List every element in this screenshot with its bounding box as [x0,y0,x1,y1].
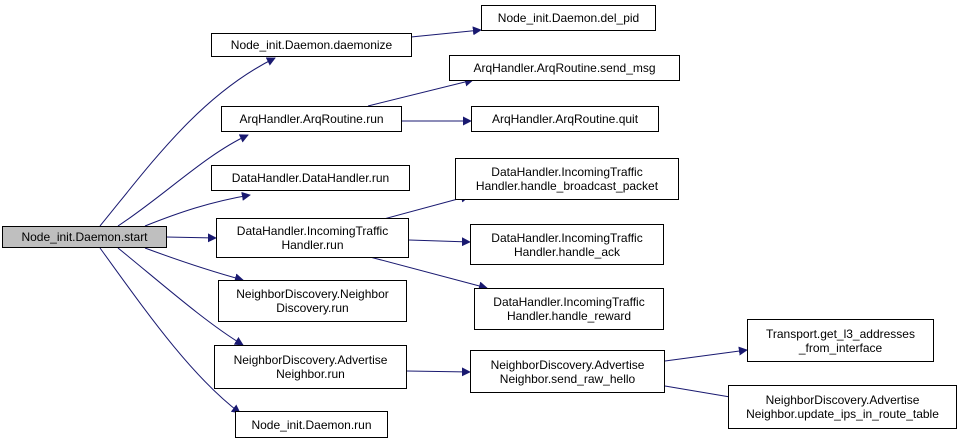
node-label: DataHandler.DataHandler.run [231,171,390,185]
node-label-line-2: Neighbor.send_raw_hello [499,371,636,386]
node-daemon-start: Node_init.Daemon.start [2,226,167,248]
edge-start-to-adv-run [117,247,244,346]
edge-it-run-to-broadcast [379,193,470,221]
edge-start-to-daemonize [99,57,276,227]
node-advertise-neighbor-update-ips[interactable]: NeighborDiscovery.Advertise Neighbor.upd… [728,385,957,429]
node-arq-routine-run[interactable]: ArqHandler.ArqRoutine.run [221,106,402,132]
node-label-line-1: Transport.get_l3_addresses [766,326,915,341]
node-data-handler-run[interactable]: DataHandler.DataHandler.run [211,165,410,191]
node-label-line-1: DataHandler.IncomingTraffic [491,230,643,245]
node-label-line-2: Handler.run [281,238,344,252]
edge-arq-run-to-send-msg [367,77,474,107]
node-label: Node_init.Daemon.start [21,230,148,244]
edge-start-to-nd-run [144,247,244,283]
edge-start-to-arq-run [117,134,249,227]
node-label: Node_init.Daemon.run [251,417,372,432]
node-label-line-2: Handler.handle_reward [506,309,632,323]
node-label-line-1: DataHandler.IncomingTraffic [493,295,645,309]
node-incoming-traffic-run[interactable]: DataHandler.IncomingTraffic Handler.run [216,218,409,258]
node-arq-routine-send-msg[interactable]: ArqHandler.ArqRoutine.send_msg [449,55,680,81]
edge-start-to-it-run [165,233,217,243]
node-neighbor-discovery-run[interactable]: NeighborDiscovery.Neighbor Discovery.run [218,280,407,322]
edge-hello-to-get-l3 [664,346,748,362]
node-label-line-2: Neighbor.update_ips_in_route_table [746,407,939,421]
edge-it-run-to-ack [408,237,471,247]
node-incoming-traffic-ack[interactable]: DataHandler.IncomingTraffic Handler.hand… [470,224,664,265]
edge-daemonize-to-del-pid [410,26,482,38]
node-label-line-2: Handler.handle_broadcast_packet [475,179,659,193]
node-label: Node_init.Daemon.daemonize [230,38,393,52]
node-daemon-daemonize[interactable]: Node_init.Daemon.daemonize [211,33,412,57]
node-label: ArqHandler.ArqRoutine.send_msg [473,61,656,75]
node-incoming-traffic-broadcast[interactable]: DataHandler.IncomingTraffic Handler.hand… [455,158,679,200]
node-label: ArqHandler.ArqRoutine.run [239,112,384,126]
node-label-line-2: _from_interface [798,340,883,355]
node-label-line-1: DataHandler.IncomingTraffic [236,224,389,238]
edge-it-run-to-reward [369,256,488,291]
node-advertise-neighbor-run[interactable]: NeighborDiscovery.Advertise Neighbor.run [214,345,407,389]
node-label-line-1: NeighborDiscovery.Advertise [765,393,920,407]
node-label-line-2: Discovery.run [276,301,349,315]
node-label: Node_init.Daemon.del_pid [497,11,640,25]
node-label-line-1: NeighborDiscovery.Advertise [490,357,645,372]
node-daemon-del-pid[interactable]: Node_init.Daemon.del_pid [481,5,656,31]
node-label-line-1: DataHandler.IncomingTraffic [491,165,643,179]
node-label-line-1: NeighborDiscovery.Neighbor [236,287,389,301]
node-advertise-neighbor-send-raw-hello[interactable]: NeighborDiscovery.Advertise Neighbor.sen… [470,350,665,393]
node-label-line-1: NeighborDiscovery.Advertise [233,353,388,367]
node-label-line-2: Handler.handle_ack [513,244,621,259]
node-label: ArqHandler.ArqRoutine.quit [491,112,639,126]
node-transport-get-l3-addresses[interactable]: Transport.get_l3_addresses _from_interfa… [747,319,934,362]
node-arq-routine-quit[interactable]: ArqHandler.ArqRoutine.quit [471,106,659,132]
node-label-line-2: Neighbor.run [276,367,345,381]
edge-start-to-daemon-run [99,247,241,414]
node-daemon-run[interactable]: Node_init.Daemon.run [235,411,388,438]
edge-adv-run-to-hello [406,367,471,377]
node-incoming-traffic-reward[interactable]: DataHandler.IncomingTraffic Handler.hand… [474,288,664,330]
edge-start-to-data-run [144,191,251,227]
